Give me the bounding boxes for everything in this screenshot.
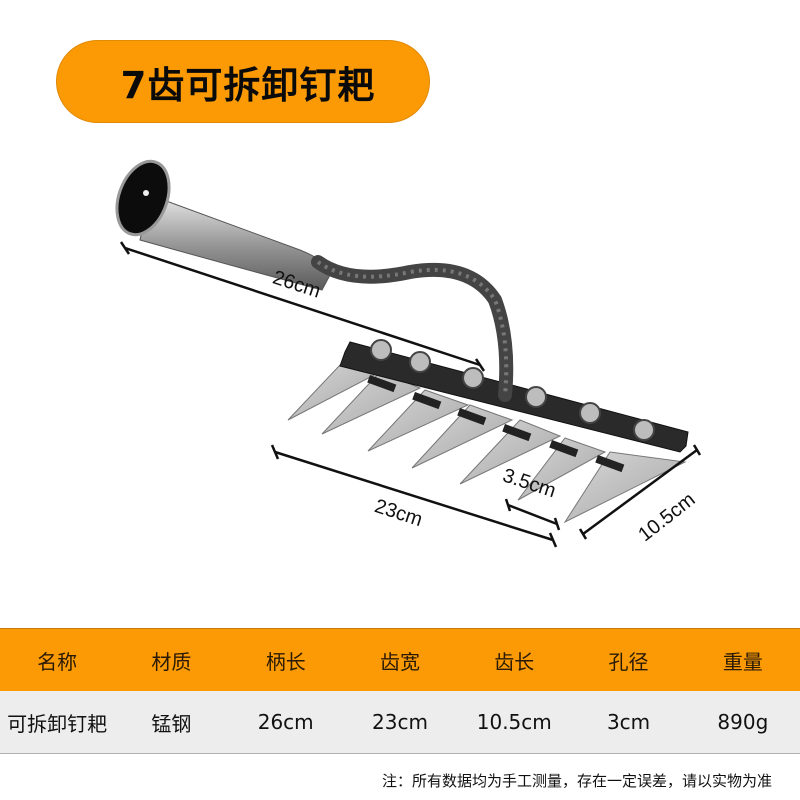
dim-head-width: 23cm xyxy=(372,495,425,531)
cell-tooth-width: 23cm xyxy=(342,691,458,754)
cell-name: 可拆卸钉耙 xyxy=(0,691,115,754)
cell-tooth-length: 10.5cm xyxy=(457,691,572,754)
dimension-lines xyxy=(119,241,702,548)
cell-hole-diameter: 3cm xyxy=(571,691,686,754)
header-tooth-length: 齿长 xyxy=(457,628,572,691)
spec-table: 名称 材质 柄长 齿宽 齿长 孔径 重量 可拆卸钉耙 锰钢 26cm 23cm … xyxy=(0,628,800,754)
dim-tooth-length: 10.5cm xyxy=(634,489,699,547)
cell-material: 锰钢 xyxy=(114,691,229,754)
rake-illustration: 26cm 23cm 3.5cm 10.5cm xyxy=(115,159,702,548)
measurement-footnote: 注：所有数据均为手工测量，存在一定误差，请以实物为准 xyxy=(381,772,772,790)
header-handle-length: 柄长 xyxy=(228,628,343,691)
cell-weight: 890g xyxy=(685,691,800,754)
table-row: 可拆卸钉耙 锰钢 26cm 23cm 10.5cm 3cm 890g xyxy=(0,691,800,754)
header-weight: 重量 xyxy=(685,628,800,691)
page-title: 7齿可拆卸钉耙 xyxy=(120,63,376,107)
rake-bolts xyxy=(370,339,655,441)
cell-handle-length: 26cm xyxy=(228,691,343,754)
header-hole-diameter: 孔径 xyxy=(571,628,686,691)
rake-handle xyxy=(115,159,514,402)
title-banner: 7齿可拆卸钉耙 xyxy=(56,40,430,123)
header-name: 名称 xyxy=(0,628,115,691)
rake-teeth xyxy=(287,364,687,524)
header-tooth-width: 齿宽 xyxy=(342,628,458,691)
header-material: 材质 xyxy=(114,628,229,691)
spec-header-row: 名称 材质 柄长 齿宽 齿长 孔径 重量 xyxy=(0,628,800,691)
